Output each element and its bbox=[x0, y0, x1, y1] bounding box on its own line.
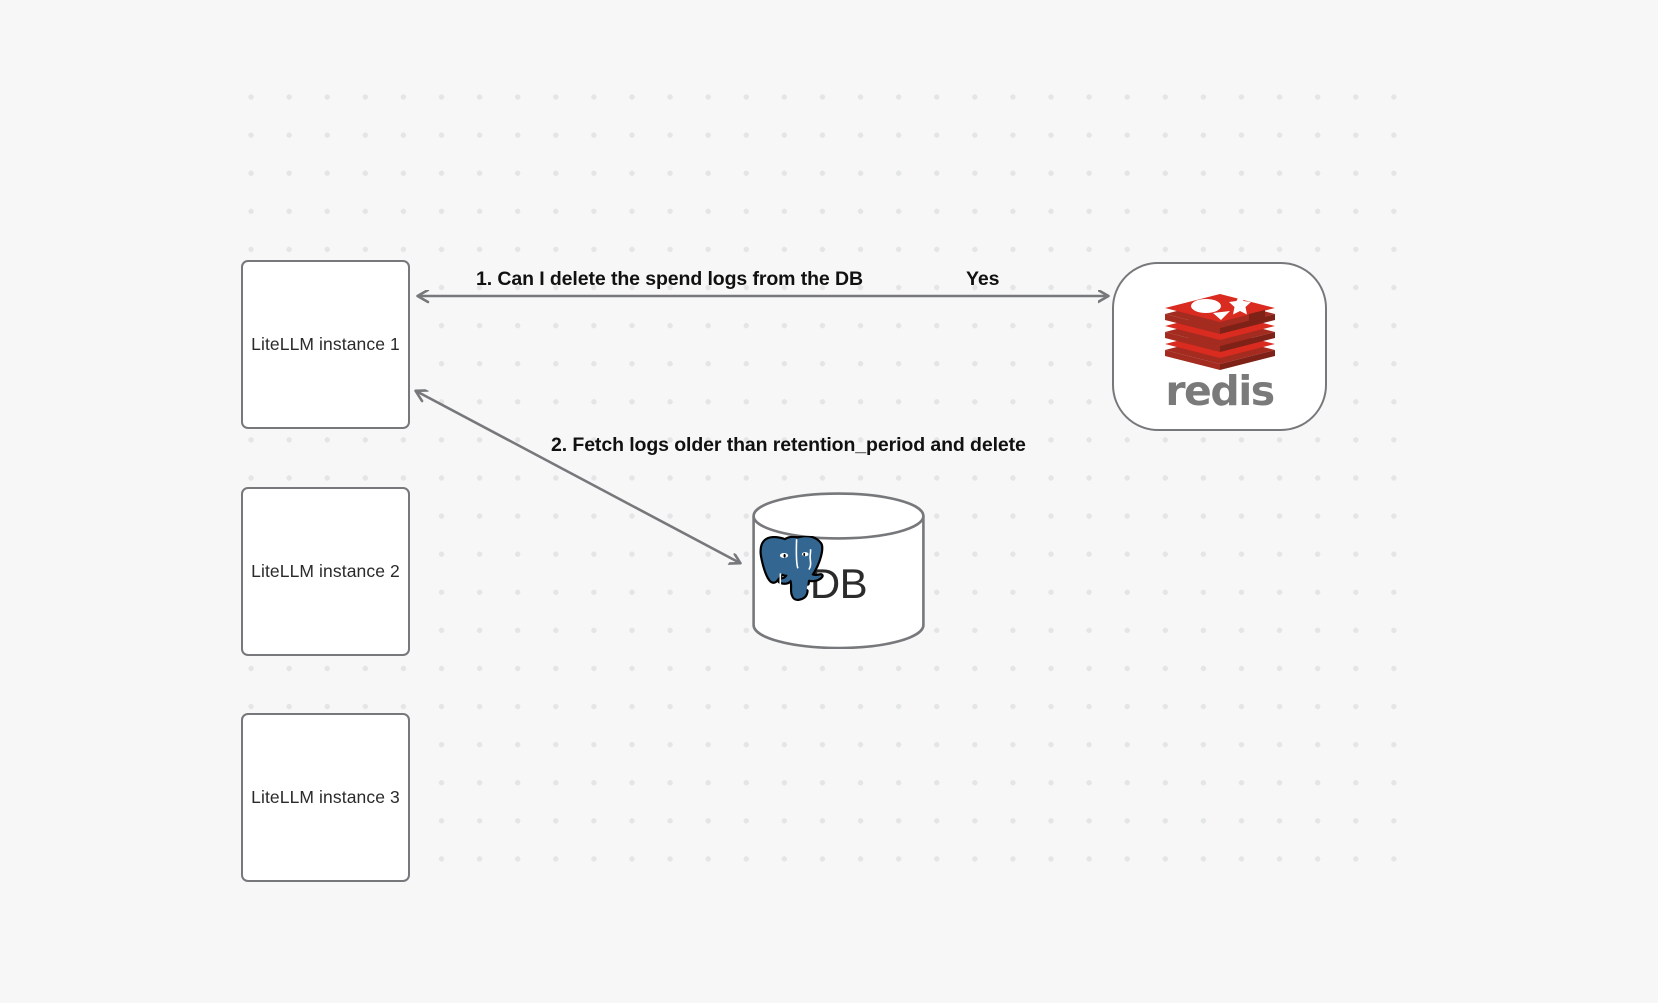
redis-logo-icon bbox=[1164, 293, 1275, 370]
edge-label-yes: Yes bbox=[966, 268, 1000, 290]
edge-litellm1-to-db bbox=[416, 391, 740, 563]
redis-logo-group: redis bbox=[1161, 284, 1279, 412]
node-litellm-instance-3[interactable]: LiteLLM instance 3 bbox=[241, 713, 410, 882]
node-litellm-instance-1[interactable]: LiteLLM instance 1 bbox=[241, 260, 410, 429]
edge-label-step-2: 2. Fetch logs older than retention_perio… bbox=[551, 434, 1026, 456]
node-database-cylinder[interactable]: DB bbox=[752, 492, 925, 649]
node-litellm-instance-3-label: LiteLLM instance 3 bbox=[251, 787, 400, 807]
node-litellm-instance-2[interactable]: LiteLLM instance 2 bbox=[241, 487, 410, 656]
node-litellm-instance-1-label: LiteLLM instance 1 bbox=[251, 334, 400, 354]
node-redis[interactable]: redis bbox=[1112, 262, 1327, 431]
database-logo-group: DB bbox=[752, 536, 925, 632]
node-litellm-instance-2-label: LiteLLM instance 2 bbox=[251, 561, 400, 581]
postgresql-elephant-icon bbox=[759, 536, 824, 610]
database-label: DB bbox=[809, 560, 868, 607]
edge-label-step-1: 1. Can I delete the spend logs from the … bbox=[476, 268, 863, 290]
redis-wordmark-label: redis bbox=[1165, 366, 1275, 415]
